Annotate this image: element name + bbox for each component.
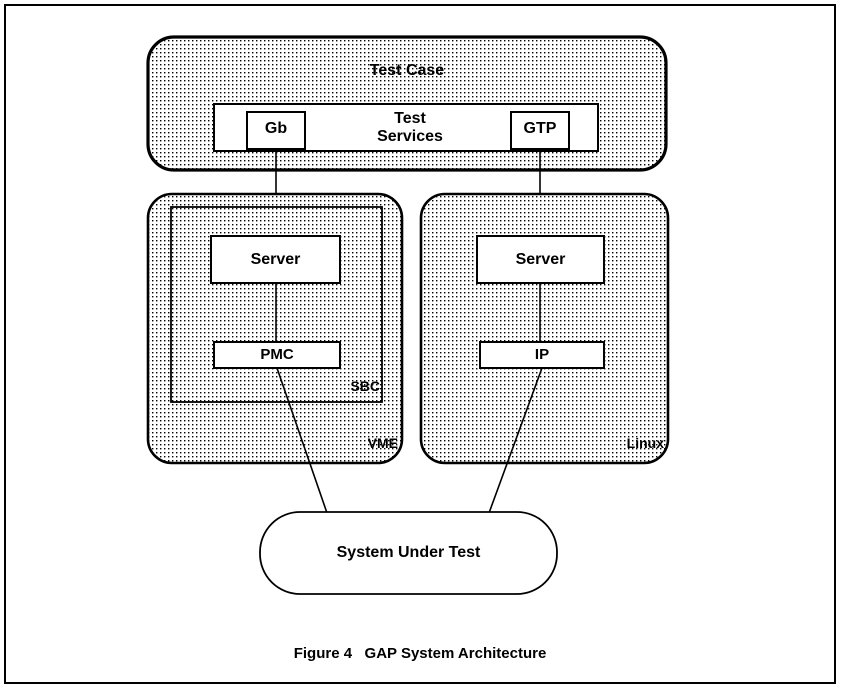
node-server-right[interactable] [476, 235, 605, 284]
node-linux[interactable] [419, 192, 670, 465]
node-gtp[interactable] [510, 111, 570, 150]
node-test-case-label: Test Case [369, 62, 445, 79]
node-system-under-test[interactable] [259, 511, 558, 595]
node-vme-label: VME [367, 435, 398, 451]
node-sbc-label: SBC [350, 378, 380, 394]
page-border [4, 4, 836, 684]
node-gb-label: Gb [264, 120, 288, 137]
node-pmc[interactable] [213, 341, 341, 369]
node-gtp-label: GTP [523, 120, 557, 137]
connector-ip-to-sut [488, 367, 543, 514]
figure-caption: Figure 4 GAP System Architecture [293, 645, 547, 662]
connector-pmc-to-sut [276, 367, 328, 514]
node-linux-label: Linux [626, 435, 664, 451]
node-server-left[interactable] [210, 235, 341, 284]
node-pmc-label: PMC [260, 346, 294, 363]
node-test-services-label: Test Services [377, 110, 443, 145]
node-ip-label: IP [534, 346, 550, 363]
node-server-left-label: Server [250, 251, 301, 268]
node-system-under-test-label: System Under Test [336, 544, 481, 561]
node-server-right-label: Server [515, 251, 566, 268]
